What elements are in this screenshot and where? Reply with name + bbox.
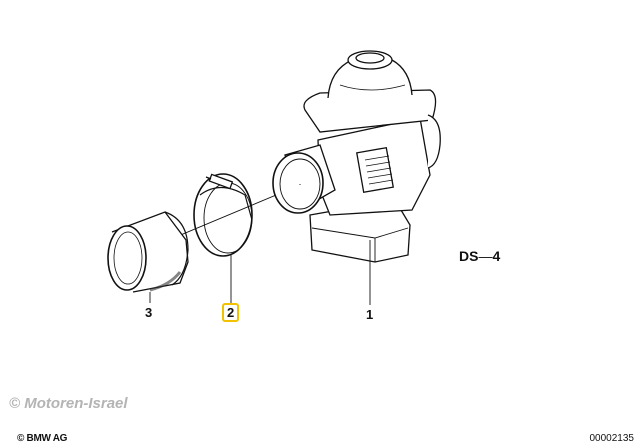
part-label-2-highlighted[interactable]: 2 [222, 303, 240, 322]
part-2-hose-clamp[interactable] [193, 173, 253, 303]
part-label-1[interactable]: 1 [366, 307, 374, 322]
image-number: 00002135 [589, 433, 635, 444]
part-label-3[interactable]: 3 [145, 305, 153, 320]
diagram-code: DS—4 [459, 248, 500, 264]
part-1-carburetor[interactable] [272, 50, 441, 305]
watermark: © Motoren-Israel [9, 395, 128, 412]
diagram-code-prefix: DS [459, 248, 479, 264]
diagram-code-dash: — [478, 248, 493, 264]
part-3-rubber-sleeve[interactable] [107, 211, 189, 303]
copyright: © BMW AG [17, 433, 68, 444]
diagram-code-number: 4 [492, 248, 501, 264]
